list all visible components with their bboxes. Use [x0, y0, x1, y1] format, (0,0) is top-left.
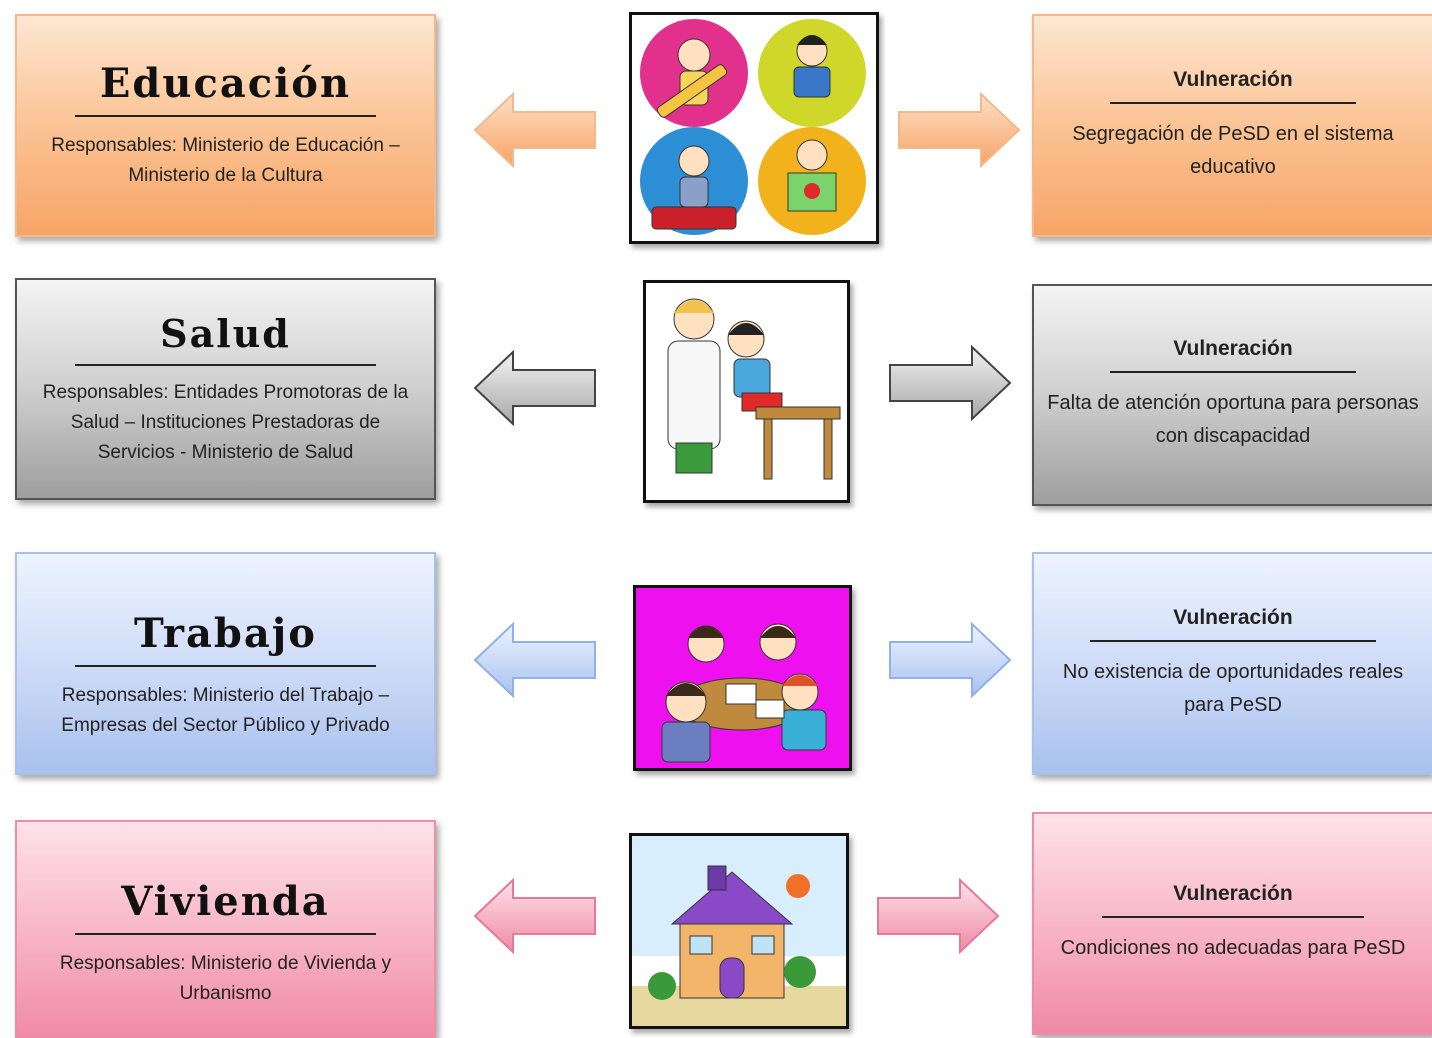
arrow-right-salud: [889, 345, 1012, 421]
arrow-right-vivienda: [877, 878, 1000, 954]
house-icon: [632, 836, 846, 1026]
doctor-child-icon: [667, 298, 841, 480]
educacion-title: Educación: [75, 60, 376, 117]
arrow-right-trabajo: [889, 622, 1012, 698]
salud-responsables: Responsables: Entidades Promotoras de la…: [42, 381, 409, 463]
arrow-left-salud: [473, 350, 596, 426]
salud-box: Salud Responsables: Entidades Promotoras…: [15, 278, 436, 500]
salud-vulneracion-text: Falta de atención oportuna para personas…: [1047, 392, 1419, 447]
salud-vulneracion-box: Vulneración Falta de atención oportuna p…: [1032, 284, 1432, 506]
educacion-responsables: Responsables: Ministerio de Educación – …: [51, 135, 400, 186]
salud-picture: [643, 280, 850, 503]
trabajo-vulneracion-title: Vulneración: [1089, 606, 1377, 642]
trabajo-title: Trabajo: [75, 610, 376, 667]
children-learning-icon: [640, 19, 866, 235]
trabajo-vulneracion-box: Vulneración No existencia de oportunidad…: [1032, 552, 1432, 775]
educacion-picture: [629, 12, 879, 244]
arrow-left-educacion: [473, 92, 596, 168]
vivienda-vulneracion-text: Condiciones no adecuadas para PeSD: [1060, 937, 1406, 959]
vivienda-title: Vivienda: [75, 878, 376, 935]
arrow-left-vivienda: [473, 878, 596, 954]
vivienda-box: Vivienda Responsables: Ministerio de Viv…: [15, 820, 436, 1038]
educacion-vulneracion-box: Vulneración Segregación de PeSD en el si…: [1032, 14, 1432, 237]
trabajo-vulneracion-text: No existencia de oportunidades reales pa…: [1062, 660, 1404, 716]
arrow-right-educacion: [898, 92, 1021, 168]
vivienda-picture: [629, 833, 849, 1029]
vivienda-vulneracion-title: Vulneración: [1101, 882, 1365, 918]
salud-vulneracion-title: Vulneración: [1109, 337, 1357, 373]
vivienda-vulneracion-box: Vulneración Condiciones no adecuadas par…: [1032, 812, 1432, 1035]
trabajo-box: Trabajo Responsables: Ministerio del Tra…: [15, 552, 436, 775]
arrow-left-trabajo: [473, 622, 596, 698]
educacion-box: Educación Responsables: Ministerio de Ed…: [15, 14, 436, 237]
trabajo-responsables: Responsables: Ministerio del Trabajo – E…: [61, 685, 390, 736]
educacion-vulneracion-title: Vulneración: [1109, 68, 1357, 104]
salud-title: Salud: [75, 311, 376, 366]
trabajo-picture: [633, 585, 852, 771]
vivienda-responsables: Responsables: Ministerio de Vivienda y U…: [59, 952, 392, 1004]
educacion-vulneracion-text: Segregación de PeSD en el sistema educat…: [1072, 122, 1394, 178]
children-working-icon: [661, 623, 827, 763]
